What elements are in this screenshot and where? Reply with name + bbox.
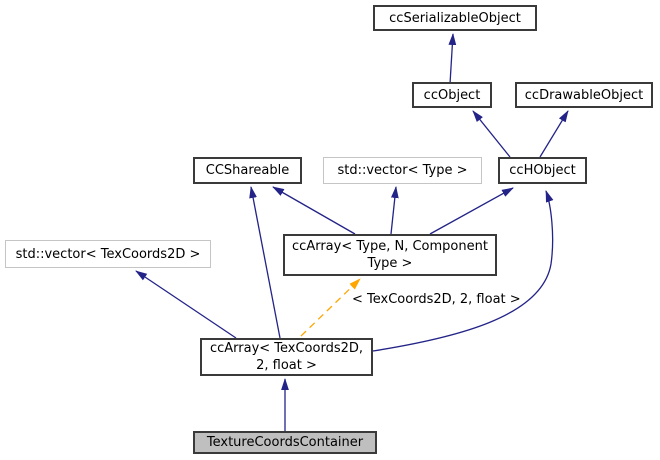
node-ccobject[interactable]: ccObject — [412, 82, 492, 108]
node-ccserializableobject[interactable]: ccSerializableObject — [373, 5, 537, 31]
edge-ccarray-instance-to-cchobject — [372, 190, 554, 352]
edge-template-instantiation — [300, 278, 361, 337]
edge-ccobject-to-ccserializableobject — [448, 33, 457, 85]
node-ccshareable[interactable]: CCShareable — [193, 157, 302, 184]
edge-ccarray-instance-to-ccshareable — [249, 186, 281, 339]
node-cchobject[interactable]: ccHObject — [498, 157, 587, 184]
edge-ccarray-generic-to-cchobject — [429, 187, 514, 235]
node-ccarray-generic[interactable]: ccArray< Type, N, Component Type > — [283, 234, 497, 276]
edge-cchobject-to-ccdrawableobject — [539, 110, 569, 158]
node-texturecoordscontainer: TextureCoordsContainer — [193, 431, 377, 454]
edge-ccarray-instance-to-stdvector-texcoords2d — [135, 270, 237, 339]
node-ccdrawableobject[interactable]: ccDrawableObject — [515, 82, 653, 108]
node-stdvector-texcoords2d: std::vector< TexCoords2D > — [5, 240, 211, 268]
node-stdvector-type: std::vector< Type > — [323, 157, 482, 184]
edge-ccarray-generic-to-ccshareable — [272, 186, 356, 235]
edge-cchobject-to-ccobject — [472, 110, 511, 158]
node-ccarray-instance[interactable]: ccArray< TexCoords2D, 2, float > — [200, 338, 373, 376]
template-args-edge-label: < TexCoords2D, 2, float > — [352, 292, 521, 307]
edge-ccarray-generic-to-stdvector-type — [390, 186, 399, 235]
